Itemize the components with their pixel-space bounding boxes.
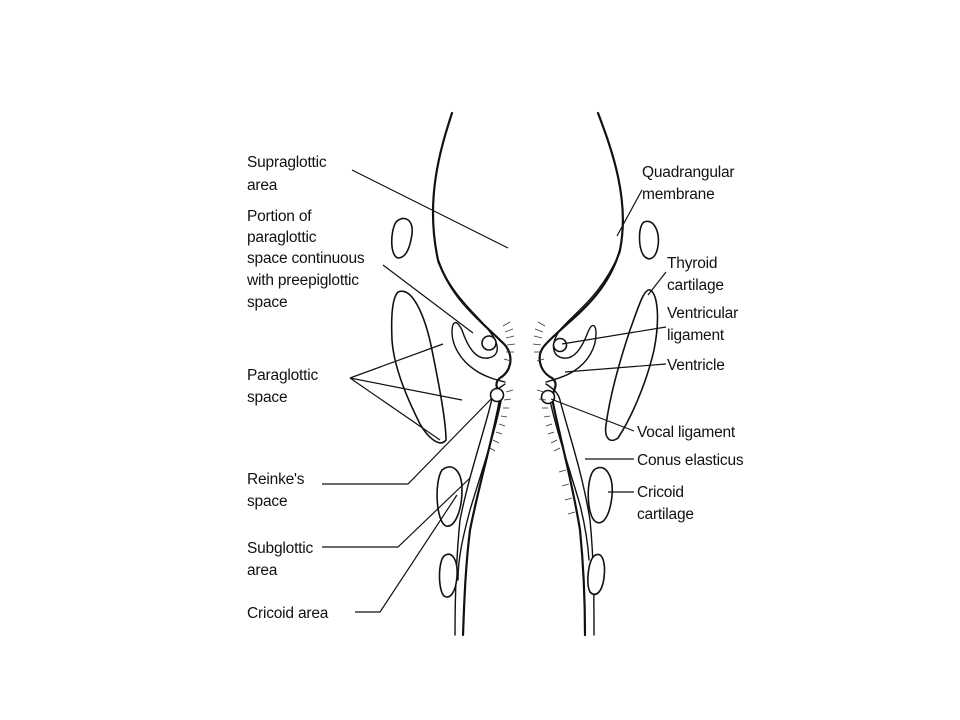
left-true-fold [454, 383, 506, 636]
leader-lines [322, 169, 667, 613]
leader-paraglottic-3 [349, 377, 441, 441]
label-conus-elasticus: Conus elasticus [637, 452, 744, 469]
leader-supraglottic [351, 169, 509, 249]
left-conus-line [457, 395, 503, 581]
leader-cricoid-area [355, 494, 458, 613]
leader-subglottic [322, 477, 471, 548]
leader-reinkes [322, 397, 493, 485]
left-larynx-wall [390, 111, 516, 637]
left-vocal-ligament-circle [489, 387, 505, 403]
right-cricoid-cartilage-lower [587, 553, 606, 596]
left-cricoid-cartilage-lower [438, 553, 458, 598]
left-outer-wall [431, 111, 512, 637]
label-vocal-ligament: Vocal ligament [637, 424, 736, 441]
leader-paraglottic-1 [349, 343, 444, 379]
right-larynx-wall [532, 111, 660, 637]
leader-quadrangular [616, 189, 643, 237]
label-reinkes-space: Reinke's space [247, 471, 308, 510]
left-false-fold [437, 261, 506, 383]
leader-paraglottic-2 [349, 377, 463, 401]
label-ventricular-ligament: Ventricular ligament [667, 305, 742, 344]
left-thyroid-cartilage [390, 290, 447, 444]
label-ventricle: Ventricle [667, 357, 725, 374]
label-supraglottic-area: Supraglottic area [247, 154, 331, 194]
leader-ventricular [561, 326, 667, 345]
left-ventricular-ligament-circle [481, 335, 497, 351]
right-conus-line [548, 395, 590, 561]
left-cricoid-cartilage-upper [436, 466, 463, 527]
right-vocal-ligament-circle [540, 389, 556, 405]
label-paraglottic-portion: Portion of paraglottic space continuous … [246, 208, 369, 311]
label-quadrangular-membrane: Quadrangular membrane [642, 164, 739, 203]
right-outer-wall [538, 111, 624, 637]
right-thyroid-cartilage [604, 289, 659, 442]
label-subglottic-area: Subglottic area [247, 540, 317, 579]
right-ventricular-ligament-circle [552, 337, 568, 353]
leader-ventricle [564, 363, 667, 373]
label-thyroid-cartilage: Thyroid cartilage [667, 255, 724, 294]
leader-thyroid [647, 271, 667, 296]
right-hatching [532, 321, 576, 515]
leader-paraglottic-portion [382, 264, 474, 334]
left-upper-cartilage [390, 217, 414, 259]
right-cricoid-cartilage-upper [587, 466, 614, 524]
leader-vocal [550, 398, 635, 432]
label-cricoid-area: Cricoid area [247, 605, 329, 622]
label-cricoid-cartilage: Cricoid cartilage [637, 484, 694, 523]
right-false-fold [545, 251, 621, 383]
right-true-fold [545, 383, 595, 636]
right-upper-cartilage [638, 220, 660, 260]
label-paraglottic-space: Paraglottic space [247, 367, 322, 406]
left-hatching [489, 321, 516, 452]
